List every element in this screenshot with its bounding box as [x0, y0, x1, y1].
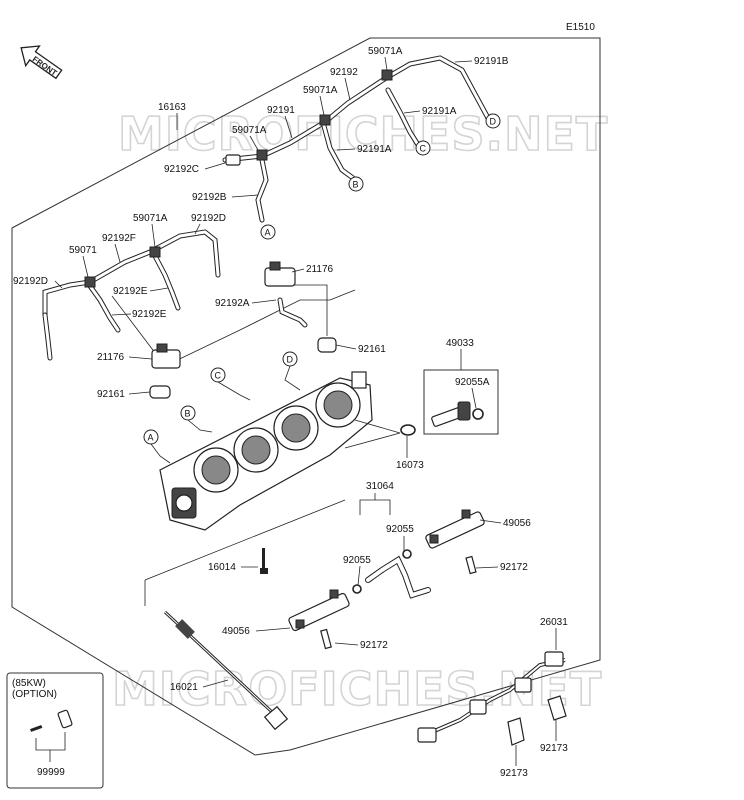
label-92192d-left: 92192D [13, 276, 48, 287]
callout-d-mid: D [282, 351, 298, 367]
label-92055-1: 92055 [386, 524, 414, 535]
label-92172-1: 92172 [500, 562, 528, 573]
svg-text:D: D [490, 117, 497, 127]
label-92161-1: 92161 [358, 344, 386, 355]
svg-text:D: D [287, 355, 294, 365]
diagram-code: E1510 [566, 22, 595, 33]
label-59071a-2: 59071A [303, 85, 338, 96]
label-49033: 49033 [446, 338, 474, 349]
svg-text:B: B [185, 409, 191, 419]
throttle-body-assembly [159, 371, 373, 531]
label-92192b: 92192B [192, 192, 227, 203]
label-49056-1: 49056 [503, 518, 531, 529]
map-sensor-upper [264, 261, 337, 353]
screw-16014 [260, 548, 268, 574]
label-92191a-2: 92191A [357, 144, 392, 155]
callout-a-top: A [260, 224, 276, 240]
label-26031: 26031 [540, 617, 568, 628]
label-99999: 99999 [37, 767, 65, 778]
callout-b-top: B [348, 176, 364, 192]
fuel-rail-lower [288, 589, 350, 650]
label-59071a-3: 59071A [232, 125, 267, 136]
label-92055a: 92055A [455, 377, 490, 388]
label-21176-1: 21176 [306, 264, 334, 275]
label-92192-top: 92192 [330, 67, 358, 78]
callout-b-mid: B [180, 405, 196, 421]
callout-d-top: D [485, 113, 501, 129]
label-92192d-top: 92192D [191, 213, 226, 224]
label-16021: 16021 [170, 682, 198, 693]
injector-upper [431, 401, 484, 427]
label-16163: 16163 [158, 102, 186, 113]
label-92192e-2: 92192E [132, 309, 167, 320]
svg-text:C: C [215, 371, 222, 381]
assembly-boundary [11, 37, 601, 756]
watermark-top: MICROFICHES.NET [118, 107, 608, 161]
map-sensor-lower [149, 343, 181, 399]
label-92191a-1: 92191A [422, 106, 457, 117]
fuel-pipe-31064 [352, 549, 431, 599]
front-arrow-icon: FRONT [20, 45, 63, 80]
label-92055-2: 92055 [343, 555, 371, 566]
label-92191: 92191 [267, 105, 295, 116]
svg-text:A: A [148, 433, 154, 443]
label-92161-2: 92161 [97, 389, 125, 400]
label-31064: 31064 [366, 481, 394, 492]
seal-16073 [400, 424, 416, 436]
option-subtitle: (OPTION) [12, 689, 57, 700]
label-92192a: 92192A [215, 298, 250, 309]
option-title: (85KW) [12, 678, 46, 689]
label-59071a-1: 59071A [368, 46, 403, 57]
label-49056-2: 49056 [222, 626, 250, 637]
label-92173-1: 92173 [540, 743, 568, 754]
fuel-rail-upper [425, 509, 485, 575]
svg-text:C: C [420, 144, 427, 154]
label-59071a-4: 59071A [133, 213, 168, 224]
throttle-cable-16021 [163, 610, 289, 731]
svg-text:A: A [265, 228, 271, 238]
callout-a-mid: A [143, 429, 159, 445]
callout-c-top: C [415, 140, 431, 156]
label-16073: 16073 [396, 460, 424, 471]
upper-vacuum-hoses [222, 55, 491, 223]
label-92172-2: 92172 [360, 640, 388, 651]
wiring-harness-26031 [417, 651, 567, 746]
callout-c-mid: C [210, 367, 226, 383]
label-21176-2: 21176 [97, 352, 125, 363]
svg-text:B: B [353, 180, 359, 190]
option-box: (85KW) (OPTION) 99999 [6, 672, 104, 789]
label-16014: 16014 [208, 562, 236, 573]
lower-vacuum-hoses [42, 229, 221, 361]
label-59071: 59071 [69, 245, 97, 256]
label-92173-2: 92173 [500, 768, 528, 779]
label-92191b: 92191B [474, 56, 509, 67]
label-92192f: 92192F [102, 233, 136, 244]
label-92192c: 92192C [164, 164, 199, 175]
label-92192e-1: 92192E [113, 286, 148, 297]
